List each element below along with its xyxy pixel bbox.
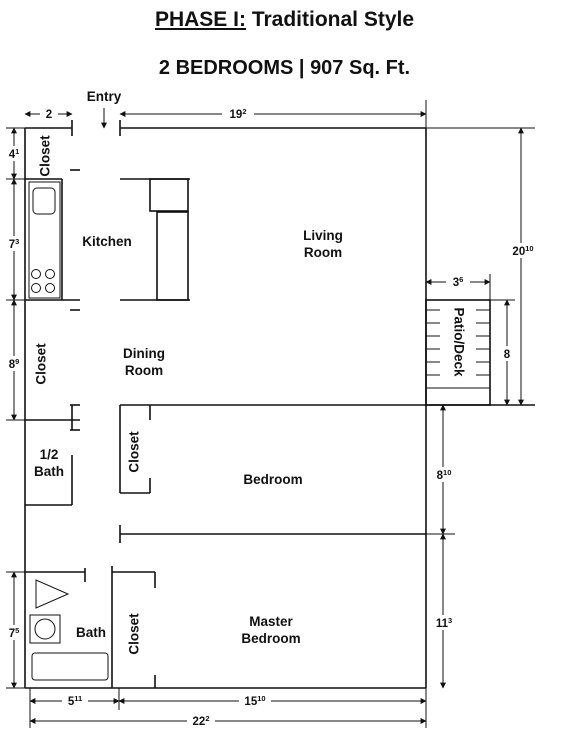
living-label-line1: Living (303, 228, 343, 243)
patio-label: Patio/Deck (451, 307, 466, 377)
dim-master-depth: 113 (436, 616, 452, 630)
dim-total-width: 222 (193, 714, 210, 728)
dining-label-line2: Room (125, 363, 163, 378)
kitchen-label: Kitchen (82, 234, 132, 249)
dim-bath-width: 511 (68, 694, 82, 708)
dimension-lines (5, 100, 538, 728)
bath-label: Bath (76, 625, 106, 640)
half-bath-label-line1: 1/2 (40, 447, 59, 462)
master-label-line1: Master (249, 614, 293, 629)
living-label-line2: Room (304, 245, 342, 260)
kitchen-fixtures (28, 178, 189, 301)
closet-label-dining: Closet (34, 343, 49, 385)
bathtub-icon (31, 652, 109, 681)
refrigerator (156, 211, 189, 301)
exterior-walls (24, 120, 427, 689)
dim-bedroom-depth: 810 (437, 468, 452, 482)
interior-walls (25, 169, 535, 688)
bath-fixtures (29, 579, 109, 681)
dim-bath-left: 75 (9, 626, 20, 640)
bedroom-label: Bedroom (243, 472, 302, 487)
phase-label: PHASE I: (154, 8, 246, 31)
dim-top-closet: 2 (46, 109, 52, 121)
master-label-line2: Bedroom (241, 631, 300, 646)
closet-label-top: Closet (38, 135, 53, 177)
dim-dining: 89 (9, 357, 20, 371)
half-bath-label-line2: Bath (34, 464, 64, 479)
dim-master-width: 1510 (244, 694, 265, 708)
washbasin-icon (34, 618, 56, 640)
sink-icon (32, 187, 56, 215)
entry-label: Entry (87, 89, 122, 104)
plan-subtitle: 2 BEDROOMS | 907 Sq. Ft. (158, 57, 411, 79)
cabinet (149, 178, 189, 212)
dim-patio-width: 36 (453, 275, 464, 289)
toilet-icon (35, 579, 70, 609)
dim-left-closet: 41 (9, 147, 20, 161)
dim-living-width: 192 (230, 107, 247, 121)
plan-title: PHASE I: Traditional Style (0, 8, 569, 32)
dim-kitchen: 73 (9, 237, 20, 251)
burner-icon (31, 269, 41, 279)
dim-patio-depth: 8 (504, 349, 511, 361)
dim-right-total: 2010 (512, 244, 533, 258)
closet-label-bedroom: Closet (127, 431, 142, 473)
closet-label-master: Closet (127, 613, 142, 655)
style-label: Traditional Style (251, 8, 415, 31)
dining-label-line1: Dining (123, 346, 165, 361)
patio-deck (425, 299, 491, 406)
